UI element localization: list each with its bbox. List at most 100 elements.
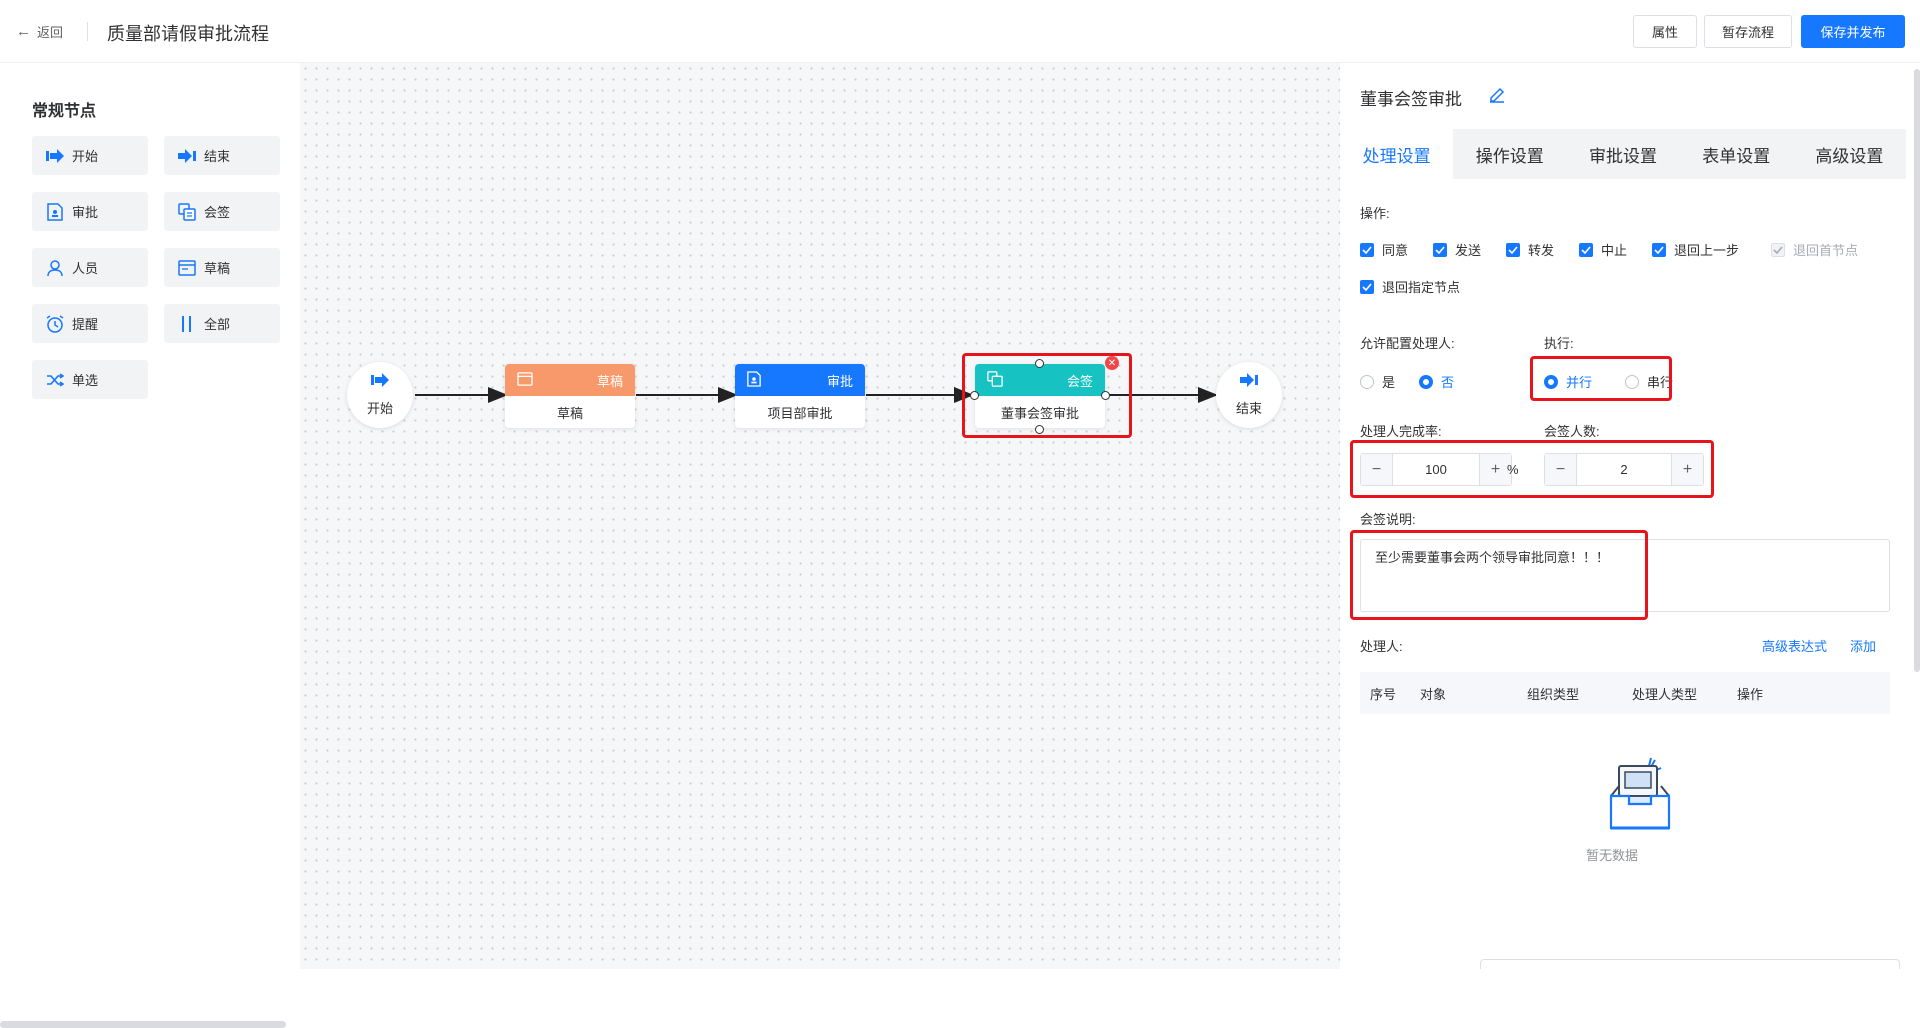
vertical-scrollbar[interactable] bbox=[1914, 69, 1920, 672]
advanced-expression-link[interactable]: 高级表达式 bbox=[1762, 639, 1828, 654]
signer-count-stepper[interactable]: − 2 + bbox=[1544, 453, 1704, 486]
radio-exec-serial[interactable]: 串行 bbox=[1625, 372, 1673, 391]
all-bars-icon bbox=[178, 315, 196, 333]
palette-item-end[interactable]: 结束 bbox=[164, 136, 280, 175]
tab-approval[interactable]: 审批设置 bbox=[1589, 146, 1657, 166]
radio-circle bbox=[1625, 374, 1639, 389]
approval-doc-icon bbox=[46, 202, 64, 221]
tab-operations[interactable]: 操作设置 bbox=[1475, 146, 1544, 166]
handlers-table-header: 序号 对象 组织类型 处理人类型 操作 bbox=[1360, 672, 1890, 714]
empty-inbox-icon bbox=[1595, 756, 1685, 841]
column-header: 操作 bbox=[1737, 686, 1764, 702]
start-arrow-icon bbox=[371, 373, 389, 392]
checkbox-return-previous[interactable]: 退回上一步 bbox=[1652, 240, 1739, 259]
highlight-desc bbox=[1350, 530, 1648, 620]
start-arrow-icon bbox=[46, 147, 64, 165]
completion-rate-stepper[interactable]: − 100 + bbox=[1360, 453, 1512, 486]
properties-button[interactable]: 属性 bbox=[1633, 15, 1697, 48]
anchor-handle-top[interactable] bbox=[1035, 359, 1044, 368]
shuffle-icon bbox=[46, 371, 64, 389]
node-palette: 常规节点 开始 结束 审批 会签 人员 草稿 提醒 全部 单选 bbox=[0, 63, 300, 1028]
node-name: 草稿 bbox=[556, 405, 583, 421]
palette-item-draft[interactable]: 草稿 bbox=[164, 248, 280, 287]
end-arrow-icon bbox=[1240, 373, 1258, 392]
countersign-icon bbox=[178, 202, 196, 221]
decrease-button[interactable]: − bbox=[1361, 454, 1393, 485]
radio-circle bbox=[1360, 374, 1374, 389]
flow-node-board-countersign[interactable]: 会签 董事会签审批 ✕ bbox=[970, 356, 1119, 434]
flow-node-draft[interactable]: 草稿 草稿 bbox=[505, 364, 635, 428]
node-name: 项目部审批 bbox=[767, 405, 833, 421]
checkbox-label: 同意 bbox=[1382, 243, 1409, 258]
checkbox-agree[interactable]: 同意 bbox=[1360, 240, 1408, 259]
palette-item-approval[interactable]: 审批 bbox=[32, 192, 148, 231]
increase-button[interactable]: + bbox=[1479, 454, 1511, 485]
node-name: 董事会签审批 bbox=[1000, 405, 1079, 421]
radio-allow-yes[interactable]: 是 bbox=[1360, 372, 1395, 391]
person-icon bbox=[46, 259, 64, 277]
completion-rate-value[interactable]: 100 bbox=[1425, 462, 1447, 477]
alarm-clock-icon bbox=[46, 314, 64, 333]
palette-item-label: 草稿 bbox=[204, 261, 231, 276]
anchor-handle-left[interactable] bbox=[970, 391, 979, 400]
palette-item-reminder[interactable]: 提醒 bbox=[32, 304, 148, 343]
increase-button[interactable]: + bbox=[1671, 454, 1703, 485]
check-icon bbox=[1360, 242, 1374, 257]
palette-item-start[interactable]: 开始 bbox=[32, 136, 148, 175]
add-handler-link[interactable]: 添加 bbox=[1850, 639, 1877, 654]
radio-circle bbox=[1544, 374, 1558, 389]
checkbox-stop[interactable]: 中止 bbox=[1579, 240, 1627, 259]
save-draft-button[interactable]: 暂存流程 bbox=[1704, 15, 1792, 48]
checkbox-return-first: 退回首节点 bbox=[1771, 240, 1858, 259]
flow-connectors bbox=[415, 387, 1218, 403]
palette-item-all[interactable]: 全部 bbox=[164, 304, 280, 343]
palette-item-label: 审批 bbox=[72, 205, 99, 220]
edit-pencil-icon[interactable] bbox=[1488, 85, 1506, 108]
checkbox-label: 发送 bbox=[1455, 243, 1482, 258]
palette-item-label: 人员 bbox=[72, 261, 99, 276]
check-icon bbox=[1433, 242, 1447, 257]
countersign-desc-textarea[interactable]: 至少需要董事会两个领导审批同意！！！ bbox=[1360, 539, 1890, 612]
highlight-exec-mode bbox=[1530, 356, 1672, 401]
check-icon bbox=[1771, 242, 1785, 257]
anchor-handle-bottom[interactable] bbox=[1035, 425, 1044, 434]
horizontal-scrollbar[interactable] bbox=[0, 1021, 286, 1028]
decrease-button[interactable]: − bbox=[1545, 454, 1577, 485]
delete-node-icon[interactable]: ✕ bbox=[1105, 356, 1119, 370]
checkbox-forward[interactable]: 转发 bbox=[1506, 240, 1554, 259]
radio-allow-no[interactable]: 否 bbox=[1419, 372, 1454, 391]
checkbox-send[interactable]: 发送 bbox=[1433, 240, 1481, 259]
flow-canvas[interactable]: 开始 草稿 草稿 审批 项目部审批 会签 董事会签审批 ✕ 结束 bbox=[300, 63, 1340, 969]
tab-form[interactable]: 表单设置 bbox=[1702, 146, 1771, 166]
highlight-selected-node bbox=[962, 353, 1132, 438]
checkbox-label: 转发 bbox=[1528, 243, 1555, 258]
checkbox-label: 退回指定节点 bbox=[1382, 280, 1461, 295]
palette-item-single-choice[interactable]: 单选 bbox=[32, 360, 148, 399]
tab-advanced[interactable]: 高级设置 bbox=[1815, 146, 1884, 166]
node-tag: 会签 bbox=[1066, 373, 1093, 389]
signer-count-value[interactable]: 2 bbox=[1620, 462, 1628, 477]
settings-tabs: 处理设置 操作设置 审批设置 表单设置 高级设置 bbox=[1340, 129, 1906, 179]
palette-item-person[interactable]: 人员 bbox=[32, 248, 148, 287]
anchor-handle-right[interactable] bbox=[1101, 391, 1110, 400]
checkbox-label: 中止 bbox=[1601, 243, 1628, 258]
exec-label: 执行: bbox=[1544, 336, 1574, 351]
radio-exec-parallel[interactable]: 并行 bbox=[1544, 372, 1592, 391]
tab-processing[interactable]: 处理设置 bbox=[1340, 129, 1454, 179]
flow-start-node[interactable]: 开始 bbox=[347, 362, 413, 428]
radio-label: 并行 bbox=[1566, 375, 1593, 390]
end-arrow-icon bbox=[178, 147, 196, 165]
highlight-counts bbox=[1350, 440, 1714, 498]
back-button[interactable]: ← 返回 bbox=[16, 22, 63, 41]
approval-doc-icon bbox=[747, 370, 761, 390]
node-header: 会签 bbox=[975, 364, 1105, 396]
palette-item-label: 提醒 bbox=[72, 317, 99, 332]
save-publish-button[interactable]: 保存并发布 bbox=[1801, 15, 1905, 48]
flow-node-project-approval[interactable]: 审批 项目部审批 bbox=[735, 364, 865, 428]
arrow-left-icon: ← bbox=[16, 23, 31, 40]
flow-end-node[interactable]: 结束 bbox=[1216, 362, 1282, 428]
countersign-desc-label: 会签说明: bbox=[1360, 512, 1416, 527]
check-icon bbox=[1360, 279, 1374, 294]
checkbox-return-specified[interactable]: 退回指定节点 bbox=[1360, 277, 1460, 296]
palette-item-countersign[interactable]: 会签 bbox=[164, 192, 280, 231]
